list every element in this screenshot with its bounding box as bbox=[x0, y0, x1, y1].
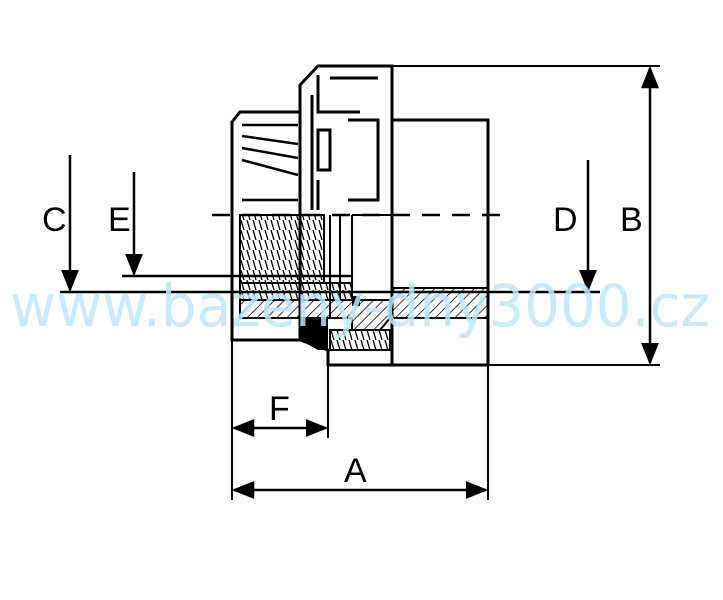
nut-thread bbox=[329, 329, 391, 351]
label-e: E bbox=[108, 201, 131, 239]
label-c: C bbox=[42, 201, 67, 239]
label-f: F bbox=[269, 390, 290, 428]
inner-lines bbox=[329, 214, 392, 300]
watermark: www.bazeny-dny3000.cz bbox=[10, 272, 710, 340]
o-ring bbox=[352, 296, 360, 306]
label-b: B bbox=[620, 201, 643, 239]
label-a: A bbox=[344, 452, 367, 490]
nut-ribs bbox=[310, 75, 380, 210]
end-fins bbox=[241, 123, 299, 202]
seal-ring bbox=[300, 318, 328, 350]
hatched-wall-right bbox=[391, 287, 489, 319]
socket-outline bbox=[392, 118, 490, 367]
label-d: D bbox=[553, 201, 578, 239]
